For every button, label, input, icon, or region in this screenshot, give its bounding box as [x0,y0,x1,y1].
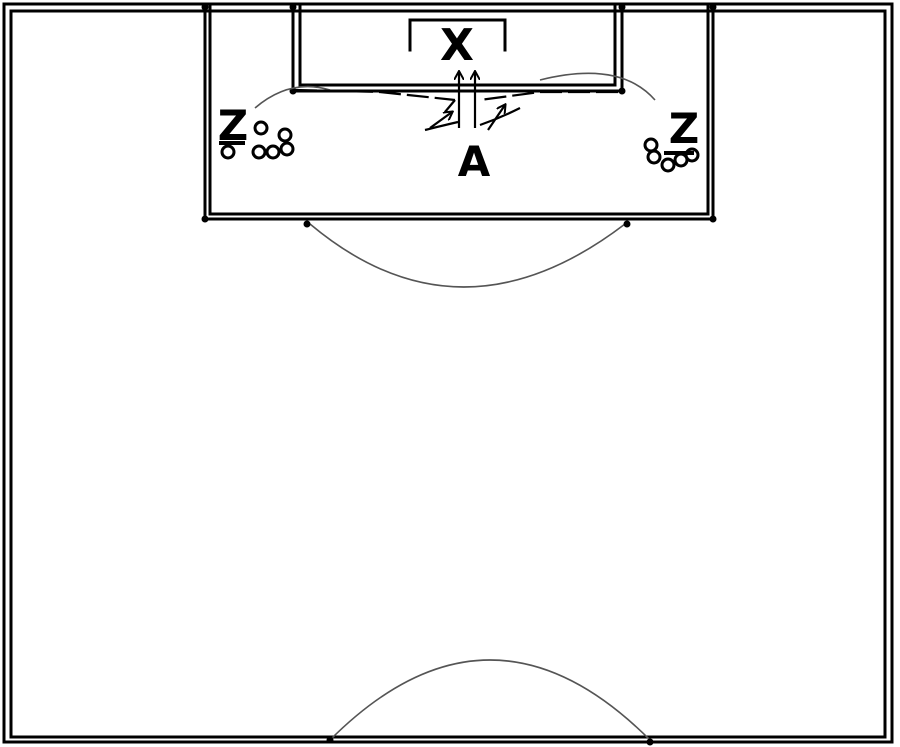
run-arrow-diag-right [487,105,505,131]
ball-icon [253,120,269,136]
ball-stack-right [643,137,700,173]
corner-dot [303,220,311,228]
corner-dot [646,738,654,746]
penalty-arc [309,223,626,288]
run-arrow-right [479,107,521,127]
goal-area [291,3,624,93]
attacker-label: A [458,137,491,186]
ball-icon [265,144,281,160]
corner-dot [201,215,209,223]
goal-bracket [408,18,507,52]
run-arrow-diag-left [429,112,452,129]
center-arc [329,659,651,741]
ball-icon [646,149,662,165]
corner-dot [618,87,626,95]
right-server-label: Z [669,104,699,153]
corner-dot [709,3,717,11]
cross-path-left [254,85,331,109]
ball-icon [251,144,267,160]
penalty-box-inner [208,3,710,216]
field-boundary-inner [9,9,887,739]
ball-icon [220,144,236,160]
corner-dot [623,220,631,228]
goal-area-inner [298,3,617,87]
pass-line-left [294,88,456,102]
penalty-box [203,3,715,221]
cross-path-right [539,72,656,101]
corner-dot [618,3,626,11]
ball-icon [660,157,676,173]
corner-dot [326,736,334,744]
ball-icon [643,137,659,153]
corner-dot [289,3,297,11]
ball-stack-left [219,120,295,160]
corner-dot [201,3,209,11]
goalkeeper-label: X [440,20,474,71]
corner-dot [709,215,717,223]
ball-icon [277,127,293,143]
pass-line-right [479,90,618,102]
ball-icon [279,141,295,157]
run-arrow-left [424,99,459,132]
